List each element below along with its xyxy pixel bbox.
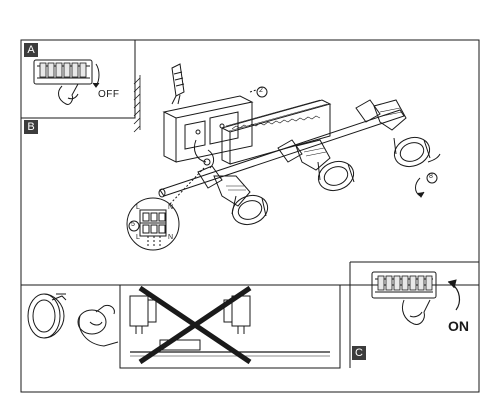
off-label: OFF bbox=[98, 89, 120, 100]
panel-c-label: C bbox=[352, 346, 366, 360]
terminal-n-bottom: N bbox=[168, 234, 174, 241]
wall-plug bbox=[171, 63, 185, 105]
callout-screw-number: 2 bbox=[259, 87, 263, 94]
callout-terminal-number: 5 bbox=[131, 221, 135, 228]
spotlight-1 bbox=[197, 165, 269, 226]
panel-a-label: A bbox=[24, 43, 38, 57]
panel-c-frame bbox=[349, 261, 479, 368]
decorative-rail bbox=[220, 99, 332, 165]
spotlight-2 bbox=[277, 139, 355, 192]
arrow-down-icon bbox=[95, 63, 100, 87]
panel-frames bbox=[20, 39, 480, 393]
terminal-n-top: N bbox=[168, 204, 174, 211]
callout-arm-number: 8 bbox=[429, 173, 433, 180]
terminal-l-bottom: L bbox=[136, 234, 140, 241]
arrow-up-icon bbox=[451, 283, 461, 311]
hand-icon bbox=[401, 299, 431, 325]
wall-hatching bbox=[133, 75, 141, 133]
bulb-replacement bbox=[27, 293, 119, 347]
hand-icon bbox=[58, 83, 79, 105]
panel-b-label: B bbox=[24, 120, 38, 134]
mounting-box bbox=[162, 95, 254, 169]
screw-icon bbox=[195, 129, 201, 135]
callout-screw bbox=[249, 86, 268, 98]
hand-icon bbox=[78, 315, 119, 347]
outer-frame bbox=[20, 39, 480, 393]
panel-wrong-frame bbox=[119, 285, 341, 369]
spotlight-3 bbox=[355, 99, 431, 168]
panel-a-switch bbox=[33, 59, 100, 105]
arrow-icon bbox=[51, 295, 67, 301]
terminal-zoom bbox=[126, 167, 205, 251]
terminal-l-top: L bbox=[136, 204, 140, 211]
light-bar-beam bbox=[158, 109, 405, 198]
rotation-arrows bbox=[415, 153, 441, 198]
panel-c-switch bbox=[371, 271, 461, 325]
panel-a-frame bbox=[21, 40, 136, 119]
on-label: ON bbox=[448, 318, 469, 334]
wrong-installation bbox=[129, 285, 330, 365]
curved-arrow-icon bbox=[415, 177, 421, 197]
